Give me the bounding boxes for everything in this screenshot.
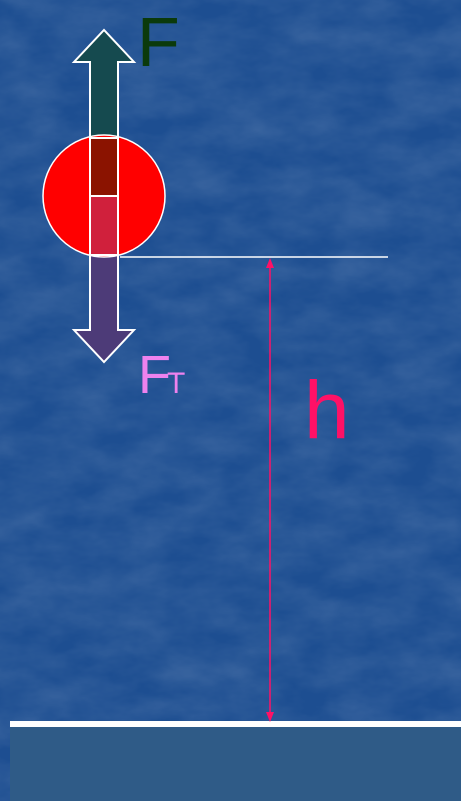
gravity-label-subscript: T: [167, 367, 185, 400]
force-label: F: [137, 3, 180, 81]
height-arrow-bottom: [266, 712, 274, 722]
height-label: h: [304, 365, 350, 456]
height-arrow-top: [266, 258, 274, 268]
ground-block: [10, 725, 461, 801]
force-arrow-over-ball: [89, 137, 119, 197]
gravity-label-main: F: [138, 345, 171, 405]
gravity-label: FT: [138, 345, 185, 405]
gravity-arrow-over-ball: [89, 195, 119, 256]
